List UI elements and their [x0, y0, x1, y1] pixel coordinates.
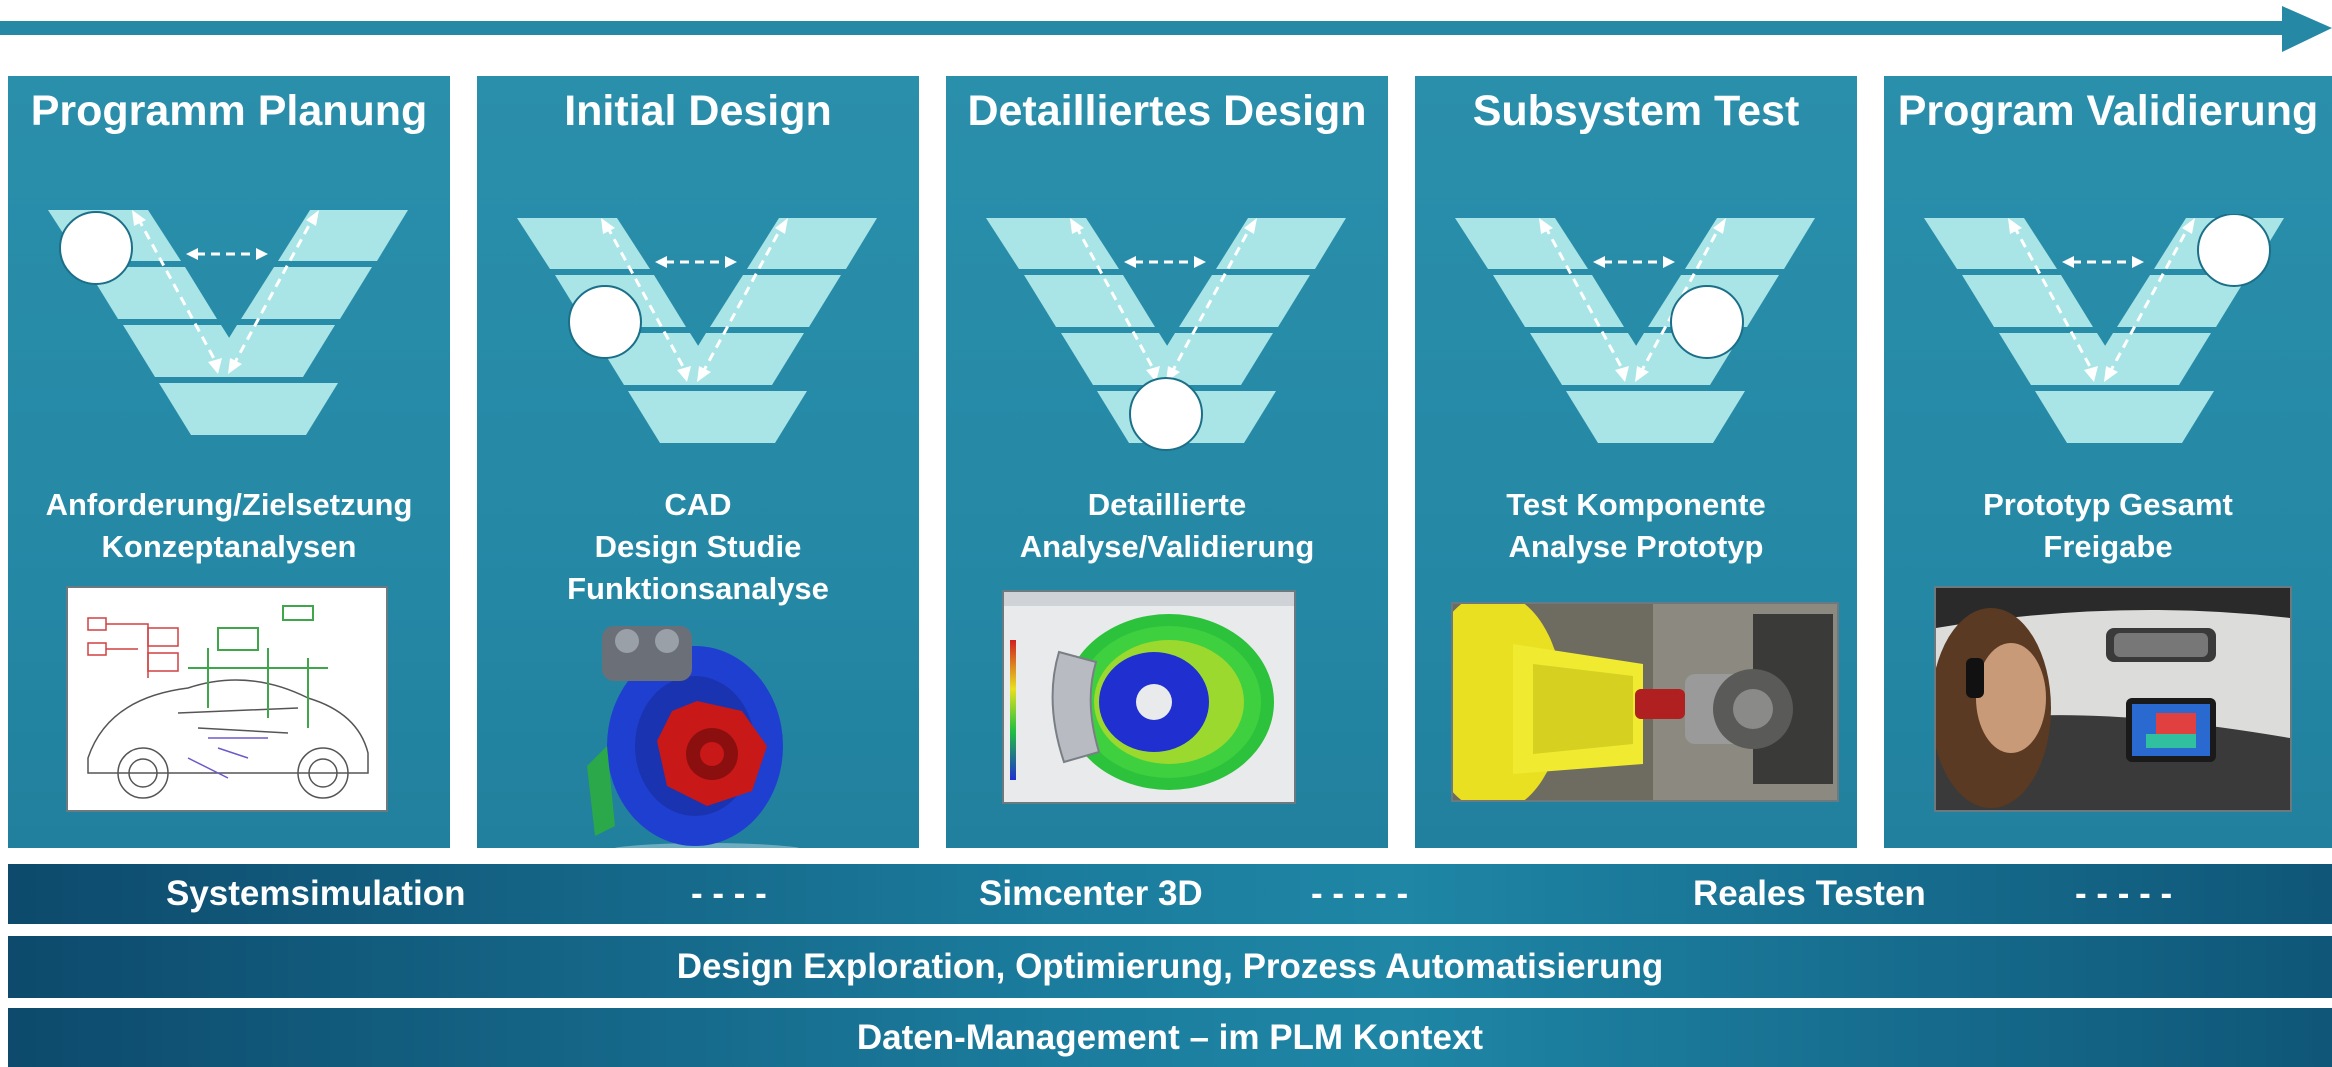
phase-panel-detailliertes-design: Detailliertes Design Detaillierte An — [946, 76, 1388, 848]
v-model-diagram — [986, 218, 1346, 451]
data-management-band: Daten-Management – im PLM Kontext — [8, 1008, 2332, 1067]
phase-position-marker — [1670, 285, 1744, 359]
tools-band: Systemsimulation - - - - Simcenter 3D - … — [8, 864, 2332, 924]
exploration-label: Design Exploration, Optimierung, Prozess… — [676, 947, 1664, 986]
simcenter-label: Simcenter 3D — [979, 874, 1203, 913]
phase-description: Prototyp Gesamt Freigabe — [1983, 487, 2233, 564]
phase-title: Program Validierung — [1897, 87, 2319, 135]
exploration-band: Design Exploration, Optimierung, Prozess… — [8, 936, 2332, 998]
phase-title: Detailliertes Design — [967, 87, 1367, 135]
separator-dashes: - - - - — [691, 874, 767, 913]
driver-validation-photo-image — [1934, 586, 2292, 812]
phase-position-marker — [59, 211, 133, 285]
phase-panel-initial-design: Initial Design CAD Design Studie — [477, 76, 919, 859]
phase-panel-programm-planung: Programm Planung Anforderung/Zielsetzung — [8, 76, 450, 848]
phase-panel-subsystem-test: Subsystem Test Test Komponente Analy — [1415, 76, 1857, 848]
phase-title: Initial Design — [564, 87, 832, 135]
phase-position-marker — [2197, 214, 2271, 287]
phase-panel-program-validierung: Program Validierung Prototyp Gesamt — [1884, 76, 2332, 848]
reales-testen-label: Reales Testen — [1693, 874, 1926, 913]
separator-dashes: - - - - - — [2075, 874, 2173, 913]
data-management-label: Daten-Management – im PLM Kontext — [856, 1018, 1484, 1057]
brake-fe-analysis-image — [1002, 590, 1296, 804]
phase-description: CAD Design Studie Funktionsanalyse — [567, 487, 829, 606]
phase-title: Subsystem Test — [1472, 87, 1800, 135]
v-model-diagram — [1924, 214, 2284, 443]
brake-cad-render-image — [567, 616, 837, 859]
system-schematic-car-image — [66, 586, 388, 812]
phase-position-marker — [1129, 377, 1203, 451]
phase-description: Anforderung/Zielsetzung Konzeptanalysen — [45, 487, 413, 564]
phase-title: Programm Planung — [30, 87, 428, 135]
phase-description: Test Komponente Analyse Prototyp — [1506, 487, 1766, 564]
phase-description: Detaillierte Analyse/Validierung — [1019, 487, 1315, 564]
test-rig-photo-image — [1451, 602, 1839, 802]
phase-position-marker — [568, 285, 642, 359]
separator-dashes: - - - - - — [1311, 874, 1409, 913]
v-model-diagram — [1455, 218, 1815, 443]
systemsimulation-label: Systemsimulation — [166, 874, 466, 913]
v-model-diagram — [48, 210, 408, 435]
timeline-arrow — [0, 6, 2332, 52]
v-model-diagram — [517, 218, 877, 443]
